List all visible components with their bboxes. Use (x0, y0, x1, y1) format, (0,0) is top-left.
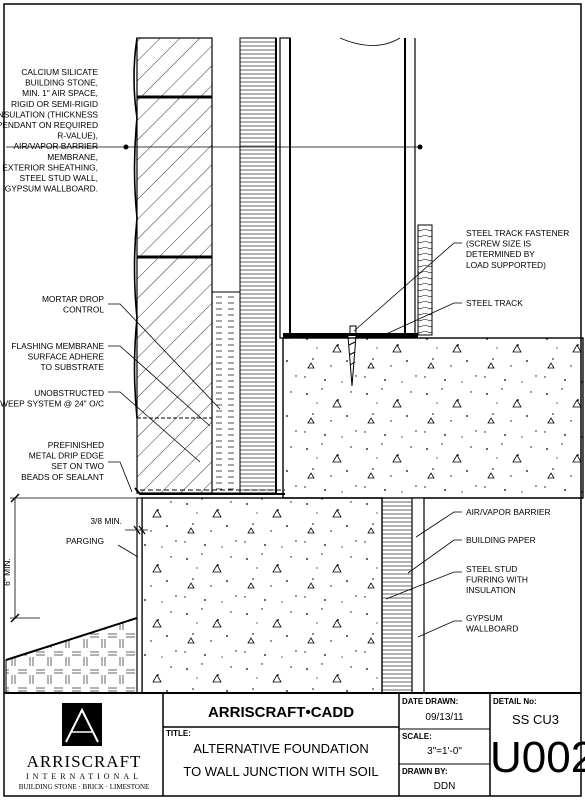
note-line: MEMBRANE, (47, 152, 98, 162)
dimension-6in (10, 493, 137, 623)
note-line: RIGID OR SEMI-RIGID (11, 99, 98, 109)
company-name: ARRISCRAFT•CADD (207, 704, 355, 721)
metal-drip-edge (134, 487, 285, 495)
note-line: GYPSUM (466, 613, 502, 623)
note-line: SET ON TWO (51, 461, 104, 471)
leader-lines (108, 242, 462, 638)
foundation-wall (136, 497, 583, 694)
scale-label: SCALE: (402, 732, 432, 741)
note-line: BEADS OF SEALANT (21, 472, 104, 482)
logo-tagline: BUILDING STONE · BRICK · LIMESTONE (18, 783, 150, 791)
note-line: STEEL STUD (466, 564, 517, 574)
wood-blocking (417, 224, 433, 336)
detail-series: SS CU3 (512, 712, 559, 727)
note-parging: PARGING (66, 536, 104, 546)
dimension-3-8 (125, 525, 148, 535)
note-min-38: 3/8 MIN. (90, 516, 122, 526)
note-line: STEEL TRACK FASTENER (466, 228, 569, 238)
note-line: AIR/VAPOR BARRIER (13, 141, 98, 151)
note-line: SURFACE ADHERE (28, 352, 105, 362)
note-line: METAL DRIP EDGE (29, 451, 105, 461)
note-min-6: 6" MIN. (2, 558, 12, 586)
drawn-by-label: DRAWN BY: (402, 767, 448, 776)
note-line: WALLBOARD (466, 624, 518, 634)
detail-number: U002 (490, 733, 585, 782)
concrete-slab (282, 337, 584, 499)
note-line: MORTAR DROP (42, 294, 104, 304)
note-line: TO SUBSTRATE (41, 362, 105, 372)
note-steel-track: STEEL TRACK (466, 298, 523, 308)
arriscraft-logo-mark (62, 703, 102, 746)
title-label: TITLE: (166, 729, 191, 738)
detail-label: DETAIL No: (493, 697, 537, 706)
rigid-insulation (211, 291, 241, 494)
exterior-sheathing (239, 37, 277, 494)
note-line: BUILDING STONE, (25, 78, 98, 88)
date-value: 09/13/11 (425, 712, 464, 723)
drawn-by-value: DDN (433, 781, 456, 792)
note-line: R-VALUE), (57, 131, 98, 141)
note-line: MIN. 1" AIR SPACE, (22, 88, 98, 98)
note-line: STEEL STUD WALL, (20, 173, 99, 183)
stone-veneer (133, 37, 213, 494)
drawing-title-line-2: TO WALL JUNCTION WITH SOIL (183, 764, 379, 779)
note-line: INSULATION (THICKNESS (0, 109, 98, 119)
drawing-title-line-1: ALTERNATIVE FOUNDATION (193, 741, 369, 756)
note-line: PREFINISHED (48, 440, 104, 450)
note-line: LOAD SUPPORTED) (466, 260, 546, 270)
date-label: DATE DRAWN: (402, 697, 459, 706)
scale-value: 3"=1'-0" (427, 746, 462, 757)
note-line: WEEP SYSTEM @ 24" O/C (0, 399, 104, 409)
note-line: (SCREW SIZE IS (466, 239, 532, 249)
note-line: DETERMINED BY (466, 249, 535, 259)
note-line: INSULATION (466, 585, 516, 595)
note-line: GYPSUM WALLBOARD. (5, 184, 98, 194)
note-line: EXTERIOR SHEATHING, (2, 162, 98, 172)
logo-name: ARRISCRAFT (26, 752, 142, 771)
note-line: DEPENDANT ON REQUIRED (0, 120, 98, 130)
note-line: CONTROL (63, 305, 104, 315)
finished-grade (5, 617, 138, 694)
note-line: UNOBSTRUCTED (34, 388, 104, 398)
title-block-grid (4, 692, 581, 796)
logo-subtitle: INTERNATIONAL (26, 772, 142, 781)
note-line: FURRING WITH (466, 575, 528, 585)
note-line: FLASHING MEMBRANE (11, 341, 104, 351)
steel-stud-wall (6, 37, 423, 339)
note-line: CALCIUM SILICATE (21, 67, 98, 77)
note-building-paper: BUILDING PAPER (466, 535, 536, 545)
note-air-vapor: AIR/VAPOR BARRIER (466, 507, 551, 517)
